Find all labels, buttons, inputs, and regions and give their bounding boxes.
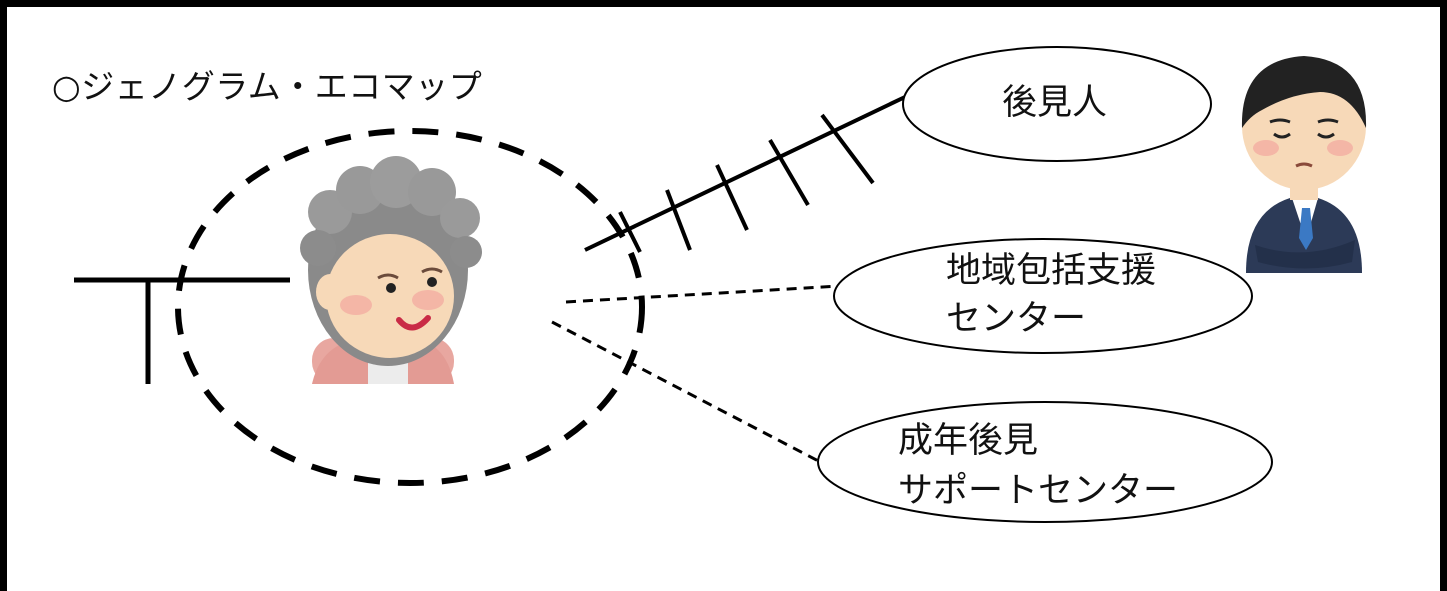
diagram-title: ○ジェノグラム・エコマップ [52,67,483,106]
household-boundary [175,128,645,486]
center-label-line2: センター [946,299,1087,339]
strong-relation-hatch-marks [618,113,875,253]
relation-line-guardian [584,95,906,252]
center-label-line1: 地域包括支援 [946,251,1157,291]
guardian-label: 後見人 [1002,83,1108,123]
businessman-icon [1241,56,1367,273]
relation-line-center [565,284,841,304]
guardian-node [902,46,1212,162]
support-label-line1: 成年後見 [898,421,1039,461]
support-label-line2: サポートセンター [898,471,1179,511]
support-node [817,401,1273,523]
relation-line-support [551,320,827,467]
elderly-woman-icon [300,156,482,384]
center-node [833,238,1253,354]
